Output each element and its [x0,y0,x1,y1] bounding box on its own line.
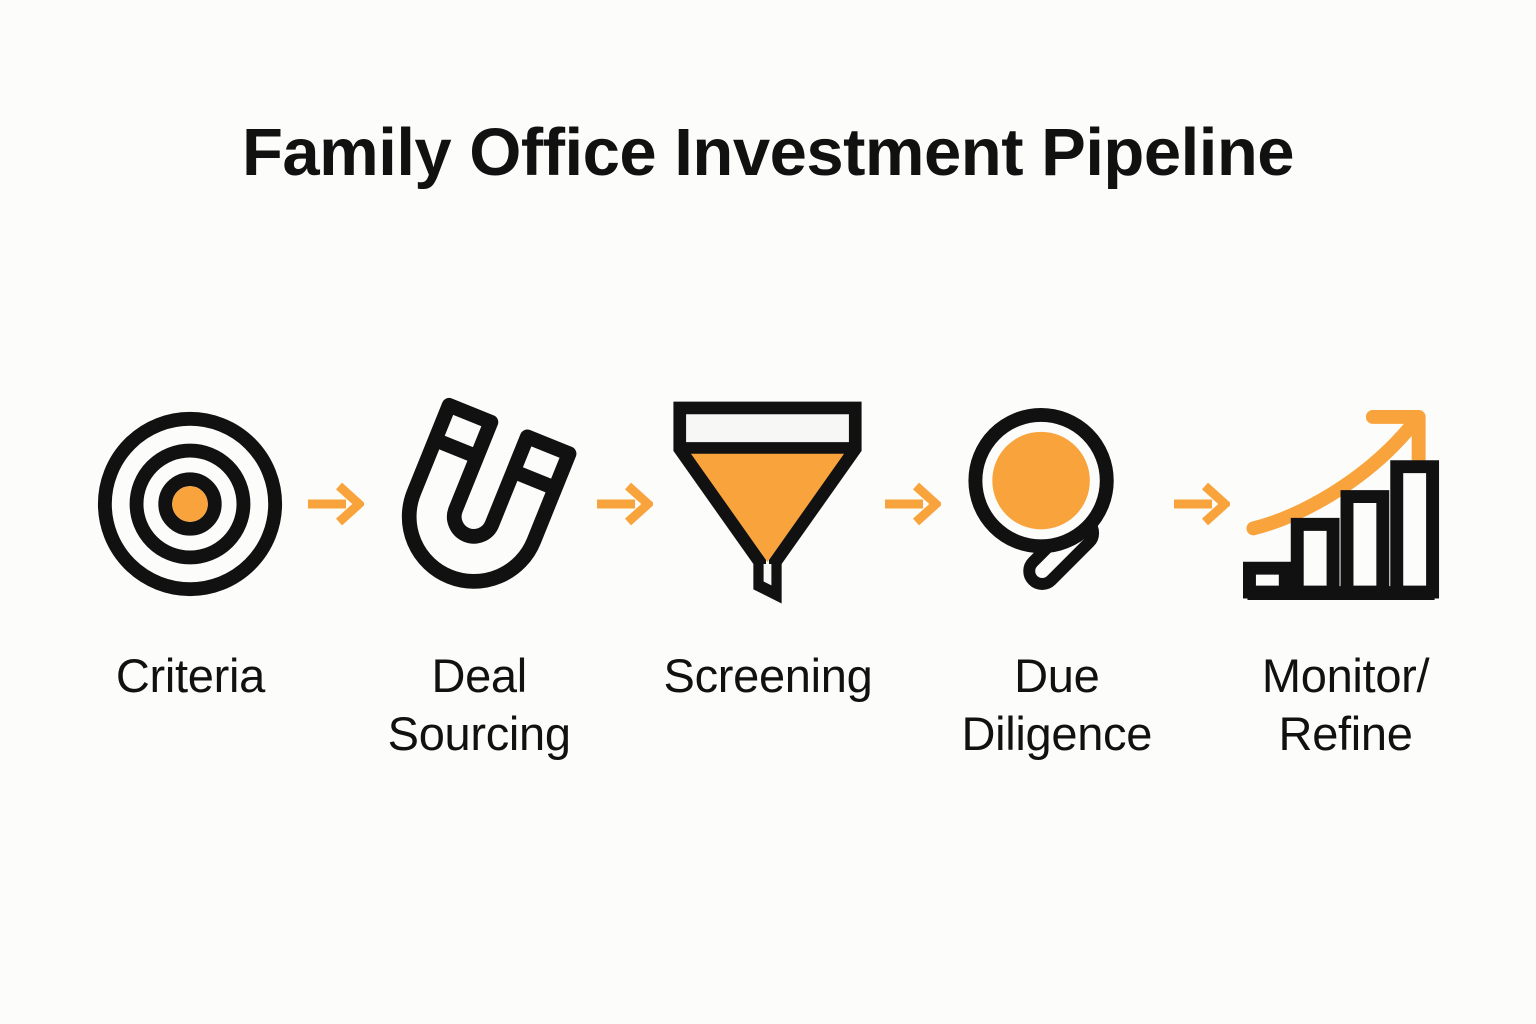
growth-chart-icon [1241,396,1451,611]
pipeline-step-criteria[interactable]: Criteria [78,396,303,705]
magnifying-glass-icon [952,396,1162,611]
pipeline-step-label: Due Diligence [961,649,1153,761]
pipeline-step-due-diligence[interactable]: Due Diligence [944,396,1169,764]
pipeline-step-label: Screening [663,649,873,702]
target-icon [85,396,295,611]
magnet-icon [374,396,584,611]
arrow-right-icon [303,396,367,611]
arrow-right-icon [592,396,656,611]
arrow-right-icon [880,396,944,611]
pipeline-row: Criteria Deal So [78,396,1458,776]
page-title: Family Office Investment Pipeline [241,115,1295,190]
pipeline-step-label: Monitor/ Refine [1261,649,1430,761]
pipeline-step-monitor-refine[interactable]: Monitor/ Refine [1233,396,1458,764]
pipeline-step-label: Criteria [115,649,265,702]
pipeline-step-label: Deal Sourcing [387,649,571,761]
arrow-right-icon [1169,396,1233,611]
pipeline-step-deal-sourcing[interactable]: Deal Sourcing [367,396,592,764]
pipeline-step-screening[interactable]: Screening [656,396,881,705]
funnel-icon [663,396,873,611]
